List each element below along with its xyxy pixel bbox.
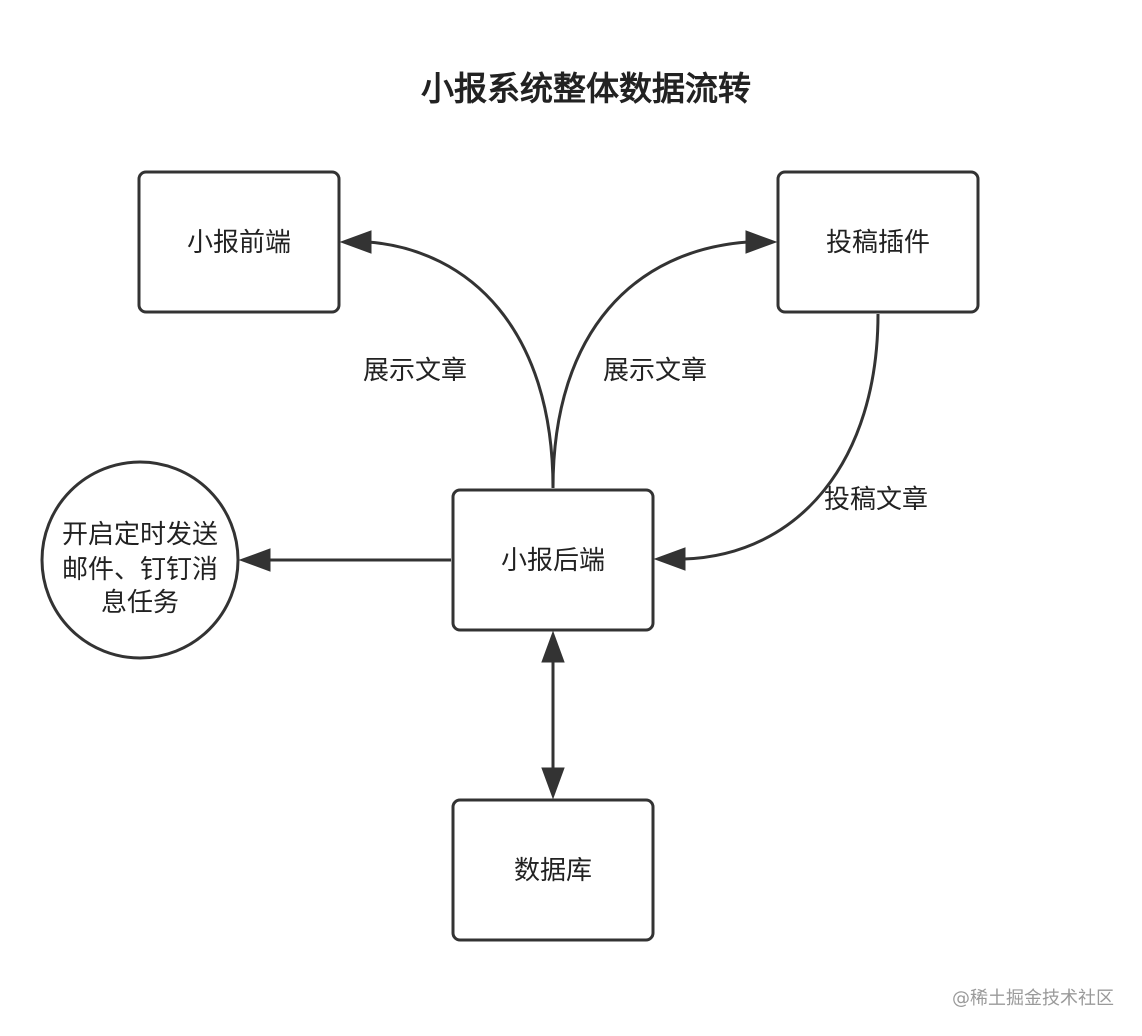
edge-plugin-to-backend [683,313,880,561]
edge-backend-to-frontend [367,240,555,489]
edge-label-backend-to-frontend: 展示文章 [363,356,467,386]
edge-label-plugin-to-backend: 投稿文章 [824,485,928,515]
node-backend-label: 小报后端 [501,546,605,576]
edge-backend-to-task-arrow [238,548,271,572]
edge-backend-database-arrow-down [541,767,565,800]
node-scheduled-task-circle [40,460,240,660]
edge-label-backend-to-plugin: 展示文章 [603,356,707,386]
node-plugin-box [776,170,980,314]
edge-plugin-to-backend-arrow [653,547,686,571]
diagram-title: 小报系统整体数据流转 [421,69,751,108]
edge-backend-to-plugin-arrow [745,230,778,254]
node-database-label: 数据库 [514,856,592,886]
node-scheduled-task-line3: 息任务 [101,588,179,618]
node-plugin-label: 投稿插件 [826,228,930,258]
edge-backend-database-arrow-up [541,630,565,663]
node-database-box [451,798,655,942]
node-backend: 小报后端 [451,488,655,632]
node-backend-box [451,488,655,632]
node-scheduled-task-line2: 邮件、钉钉消 [62,555,218,585]
node-frontend-label: 小报前端 [187,228,291,258]
node-database: 数据库 [451,798,655,942]
watermark: @稀土掘金技术社区 [952,988,1114,1009]
node-scheduled-task: 开启定时发送 邮件、钉钉消 息任务 [40,460,240,660]
node-plugin: 投稿插件 [776,170,980,314]
node-frontend: 小报前端 [137,170,341,314]
node-scheduled-task-line1: 开启定时发送 [62,520,218,550]
node-frontend-box [137,170,341,314]
edge-backend-to-plugin [551,240,749,489]
edge-backend-to-frontend-arrow [339,230,372,254]
